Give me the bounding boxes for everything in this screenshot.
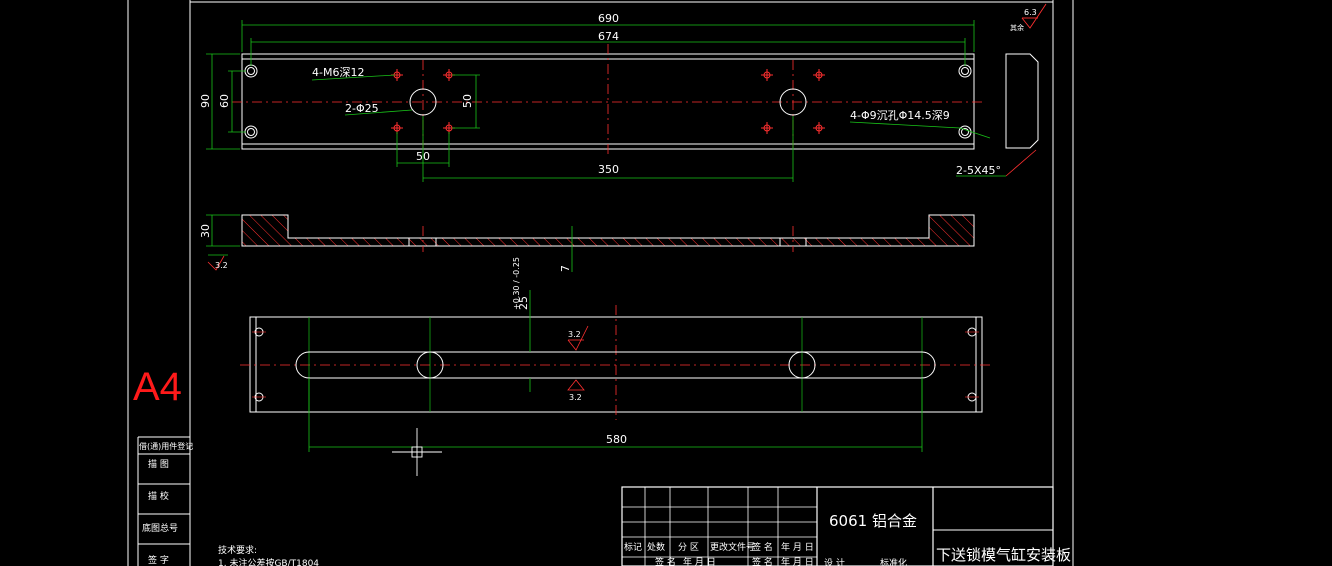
callout-chamfer: 2-5X45° (956, 164, 1001, 177)
rev-header-doc: 更改文件号 (710, 541, 755, 553)
roughness-symbol: 6.3 其余 (1010, 3, 1047, 32)
rev-header-sign: 签 名 (752, 541, 773, 553)
section-view: 30 7 3.2 (199, 214, 975, 272)
rev2-sign-b: 签 名 (752, 556, 773, 566)
side-label-check: 描 校 (148, 490, 169, 502)
sheet-frame (127, 0, 1074, 566)
rev-header-mark: 标记 (624, 541, 642, 553)
dim-center-hole-h: 50 (416, 150, 430, 163)
dim-slot-width: 25 (517, 296, 530, 310)
dim-center-distance: 350 (598, 163, 619, 176)
dim-overall-length: 690 (598, 12, 619, 25)
slot-bore (416, 351, 444, 379)
counterbore-hole (958, 125, 972, 139)
tech-requirements-line1: 1. 未注公差按GB/T1804 (218, 557, 319, 566)
tech-requirements-title: 技术要求: (218, 544, 257, 556)
side-label-borrowed: 借(通)用件登记 (139, 441, 193, 451)
dim-overall-width: 90 (199, 94, 212, 108)
side-label-trace: 描 图 (148, 458, 169, 470)
rev-header-count: 处数 (647, 541, 665, 553)
counterbore-hole (244, 64, 258, 78)
tb-fragment-std: 标准化 (880, 557, 907, 566)
title-block: 标记 处数 分 区 更改文件号 签 名 年 月 日 签 名 年 月 日 签 名 … (621, 486, 1071, 566)
sheet-size-label: A4 (133, 365, 182, 409)
rev-header-zone: 分 区 (678, 542, 699, 553)
rev2-date: 年 月 日 (683, 556, 716, 566)
dim-hole-pitch-width: 60 (218, 94, 231, 108)
dim-thickness: 30 (199, 224, 212, 238)
slot-bore (788, 351, 816, 379)
dim-slot-length: 580 (606, 433, 627, 446)
bottom-corner-holes (252, 327, 979, 402)
roughness-section-value: 3.2 (215, 261, 228, 270)
tb-fragment-design: 设 计 (824, 557, 845, 566)
part-name: 下送锁模气缸安装板 (936, 546, 1071, 564)
bottom-view: 25 +0.30 / -0.25 580 3.2 3.2 (240, 257, 992, 476)
roughness-slot-top-value: 3.2 (568, 330, 581, 339)
rev2-date-b: 年 月 日 (781, 556, 814, 566)
dim-hole-span: 674 (598, 30, 619, 43)
dim-slot-depth: 7 (559, 265, 572, 272)
counterbore-hole (244, 125, 258, 139)
rev-header-date: 年 月 日 (781, 541, 814, 553)
side-label-sign: 签 字 (148, 554, 169, 566)
rev2-sign: 签 名 (655, 556, 676, 566)
crosshair-cursor (392, 428, 442, 476)
material-label: 6061 铝合金 (829, 512, 917, 530)
side-register: 借(通)用件登记 描 图 描 校 底图总号 签 字 (137, 436, 193, 566)
bore-hole (779, 88, 807, 116)
roughness-general-value: 6.3 (1024, 8, 1037, 17)
dim-center-hole-v: 50 (461, 94, 474, 108)
top-view: 690 674 90 60 50 50 350 4-M6深12 2-Φ25 4-… (199, 12, 991, 182)
callout-tapped-holes: 4-M6深12 (312, 66, 364, 79)
callout-bore-holes: 2-Φ25 (345, 102, 379, 115)
roughness-slot-bottom-value: 3.2 (569, 393, 582, 402)
dim-slot-width-tol: +0.30 / -0.25 (512, 257, 521, 310)
bore-hole (409, 88, 437, 116)
callout-counterbore-holes: 4-Φ9沉孔Φ14.5深9 (850, 109, 950, 122)
side-label-base-no: 底图总号 (142, 522, 178, 534)
roughness-general-suffix: 其余 (1010, 23, 1024, 32)
side-view: 2-5X45° (956, 53, 1039, 177)
counterbore-hole (958, 64, 972, 78)
